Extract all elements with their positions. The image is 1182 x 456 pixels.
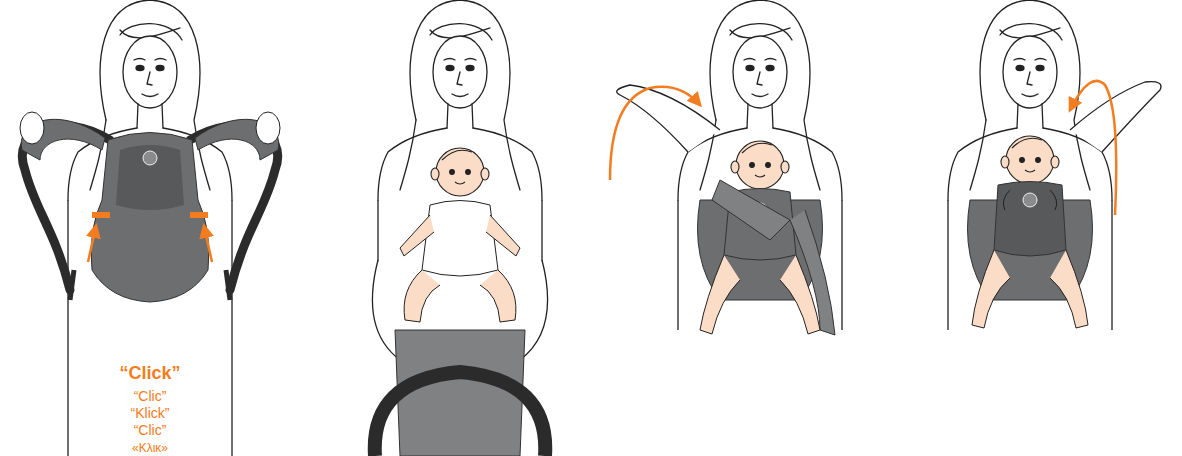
click-label: “Clic” (50, 389, 250, 403)
click-label: “Click” (50, 364, 250, 382)
click-label: “Clic” (50, 423, 250, 437)
click-label: “Klick” (50, 406, 250, 420)
click-label: «Κλικ» (50, 442, 250, 454)
